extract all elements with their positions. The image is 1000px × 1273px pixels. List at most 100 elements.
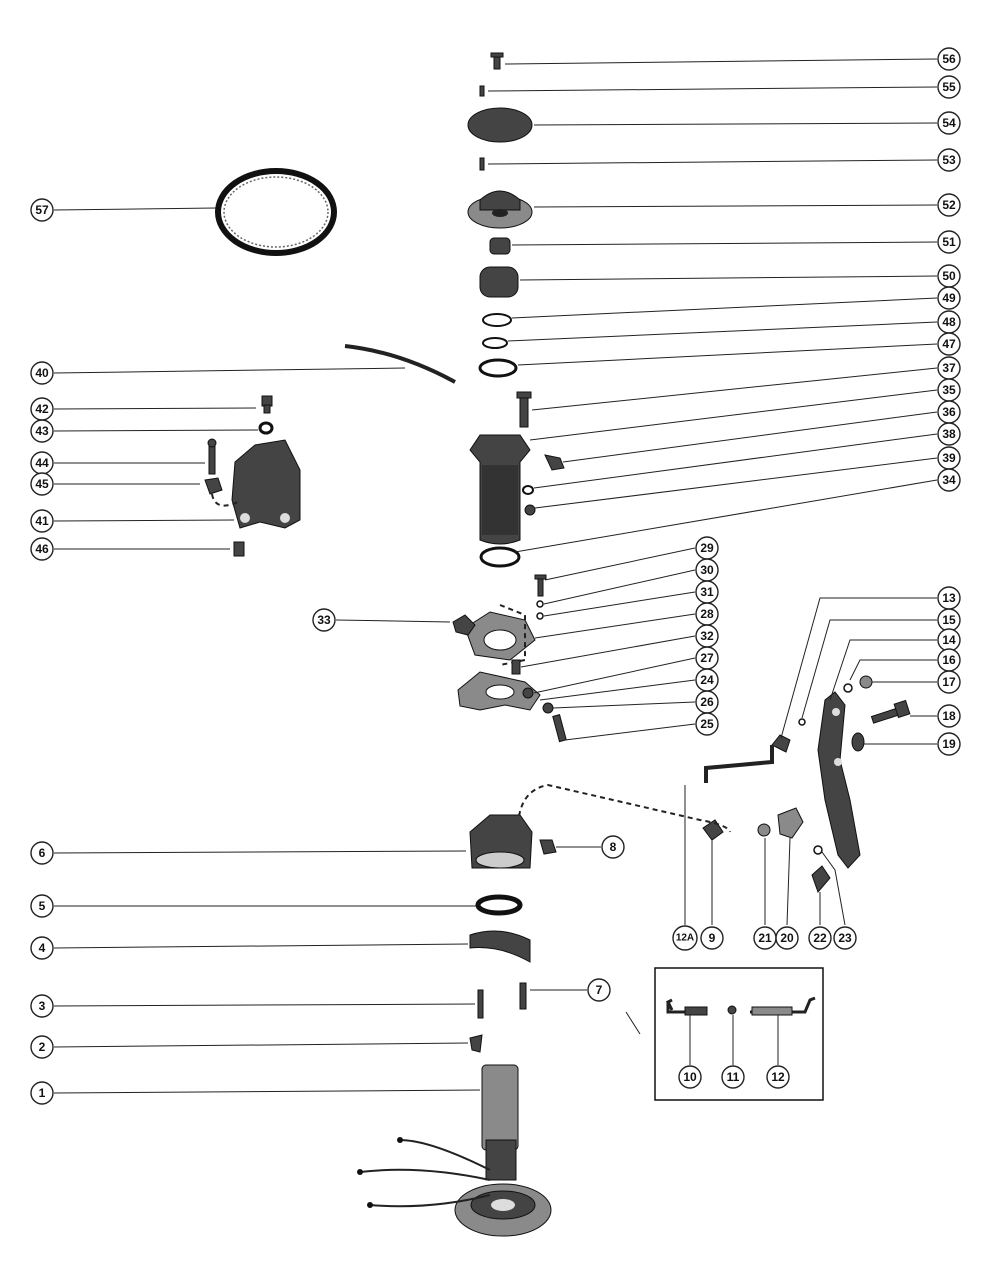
part-54-cap — [467, 107, 533, 143]
part-48-washer — [482, 337, 508, 349]
part-24-bracket — [457, 671, 541, 711]
callout-5[interactable]: 5 — [30, 894, 54, 918]
part-49-clip — [482, 313, 512, 327]
svg-text:57: 57 — [35, 203, 49, 217]
svg-text:36: 36 — [942, 405, 956, 419]
callout-49[interactable]: 49 — [937, 286, 961, 310]
callout-30[interactable]: 30 — [695, 558, 719, 582]
callout-41[interactable]: 41 — [30, 509, 54, 533]
callout-57[interactable]: 57 — [30, 198, 54, 222]
svg-text:18: 18 — [942, 709, 956, 723]
callout-8[interactable]: 8 — [601, 835, 625, 859]
part-30-washer — [536, 600, 544, 608]
callout-12[interactable]: 12 — [766, 1065, 790, 1089]
callout-21[interactable]: 21 — [753, 926, 777, 950]
callout-50[interactable]: 50 — [937, 264, 961, 288]
part-46-bushing — [233, 541, 245, 557]
callout-52[interactable]: 52 — [937, 193, 961, 217]
callout-27[interactable]: 27 — [695, 646, 719, 670]
part-3-screw — [477, 989, 484, 1019]
svg-text:27: 27 — [700, 651, 714, 665]
part-28-plate — [464, 611, 536, 661]
inset-box — [654, 967, 824, 1101]
part-17-nut — [859, 675, 873, 689]
callout-39[interactable]: 39 — [937, 446, 961, 470]
callout-22[interactable]: 22 — [808, 926, 832, 950]
callout-12A[interactable]: 12A — [672, 925, 698, 951]
callout-11[interactable]: 11 — [721, 1065, 745, 1089]
callout-14[interactable]: 14 — [937, 628, 961, 652]
callout-19[interactable]: 19 — [937, 732, 961, 756]
callout-43[interactable]: 43 — [30, 419, 54, 443]
callout-48[interactable]: 48 — [937, 310, 961, 334]
svg-text:35: 35 — [942, 383, 956, 397]
svg-text:43: 43 — [35, 424, 49, 438]
callout-35[interactable]: 35 — [937, 378, 961, 402]
svg-text:5: 5 — [39, 899, 46, 913]
svg-text:11: 11 — [727, 1070, 740, 1084]
callout-23[interactable]: 23 — [833, 926, 857, 950]
callout-15[interactable]: 15 — [937, 608, 961, 632]
part-19-washer — [851, 732, 865, 752]
svg-text:21: 21 — [758, 931, 772, 945]
callout-40[interactable]: 40 — [30, 361, 54, 385]
svg-text:29: 29 — [700, 541, 714, 555]
svg-text:23: 23 — [838, 931, 852, 945]
svg-text:55: 55 — [942, 80, 956, 94]
part-35-housing — [469, 434, 531, 545]
callout-47[interactable]: 47 — [937, 332, 961, 356]
svg-text:26: 26 — [700, 695, 714, 709]
callout-3[interactable]: 3 — [30, 994, 54, 1018]
callout-34[interactable]: 34 — [937, 468, 961, 492]
svg-text:25: 25 — [700, 717, 714, 731]
callout-33[interactable]: 33 — [312, 608, 336, 632]
part-41-bracket — [231, 439, 301, 529]
part-11-connector — [727, 1005, 737, 1015]
callout-9[interactable]: 9 — [700, 926, 724, 950]
callout-16[interactable]: 16 — [937, 648, 961, 672]
callout-20[interactable]: 20 — [775, 926, 799, 950]
callout-53[interactable]: 53 — [937, 148, 961, 172]
callout-31[interactable]: 31 — [695, 580, 719, 604]
callout-29[interactable]: 29 — [695, 536, 719, 560]
callout-13[interactable]: 13 — [937, 586, 961, 610]
callout-44[interactable]: 44 — [30, 451, 54, 475]
callout-4[interactable]: 4 — [30, 936, 54, 960]
callout-36[interactable]: 36 — [937, 400, 961, 424]
callout-6[interactable]: 6 — [30, 841, 54, 865]
svg-text:17: 17 — [942, 675, 956, 689]
callout-46[interactable]: 46 — [30, 537, 54, 561]
callout-32[interactable]: 32 — [695, 624, 719, 648]
svg-text:13: 13 — [942, 591, 956, 605]
part-53-pin — [479, 157, 485, 171]
svg-text:41: 41 — [35, 514, 49, 528]
part-21-nut — [757, 823, 771, 837]
callout-54[interactable]: 54 — [937, 111, 961, 135]
callout-51[interactable]: 51 — [937, 230, 961, 254]
callout-56[interactable]: 56 — [937, 47, 961, 71]
callout-42[interactable]: 42 — [30, 397, 54, 421]
svg-text:12: 12 — [771, 1070, 785, 1084]
callout-45[interactable]: 45 — [30, 472, 54, 496]
callout-28[interactable]: 28 — [695, 602, 719, 626]
part-52-rotor — [467, 190, 533, 229]
callout-1[interactable]: 1 — [30, 1081, 54, 1105]
part-37-screw — [516, 391, 532, 428]
callout-25[interactable]: 25 — [695, 712, 719, 736]
callout-24[interactable]: 24 — [695, 668, 719, 692]
callout-26[interactable]: 26 — [695, 690, 719, 714]
svg-text:12A: 12A — [676, 933, 694, 944]
svg-text:45: 45 — [35, 477, 49, 491]
part-2-clip — [469, 1034, 483, 1053]
callout-18[interactable]: 18 — [937, 704, 961, 728]
callout-2[interactable]: 2 — [30, 1035, 54, 1059]
callout-10[interactable]: 10 — [678, 1065, 702, 1089]
callout-37[interactable]: 37 — [937, 356, 961, 380]
callout-17[interactable]: 17 — [937, 670, 961, 694]
callout-38[interactable]: 38 — [937, 422, 961, 446]
leader-lines — [53, 58, 938, 1094]
svg-text:34: 34 — [942, 473, 956, 487]
callout-55[interactable]: 55 — [937, 75, 961, 99]
part-18-bolt — [870, 699, 911, 724]
callout-7[interactable]: 7 — [587, 978, 611, 1002]
